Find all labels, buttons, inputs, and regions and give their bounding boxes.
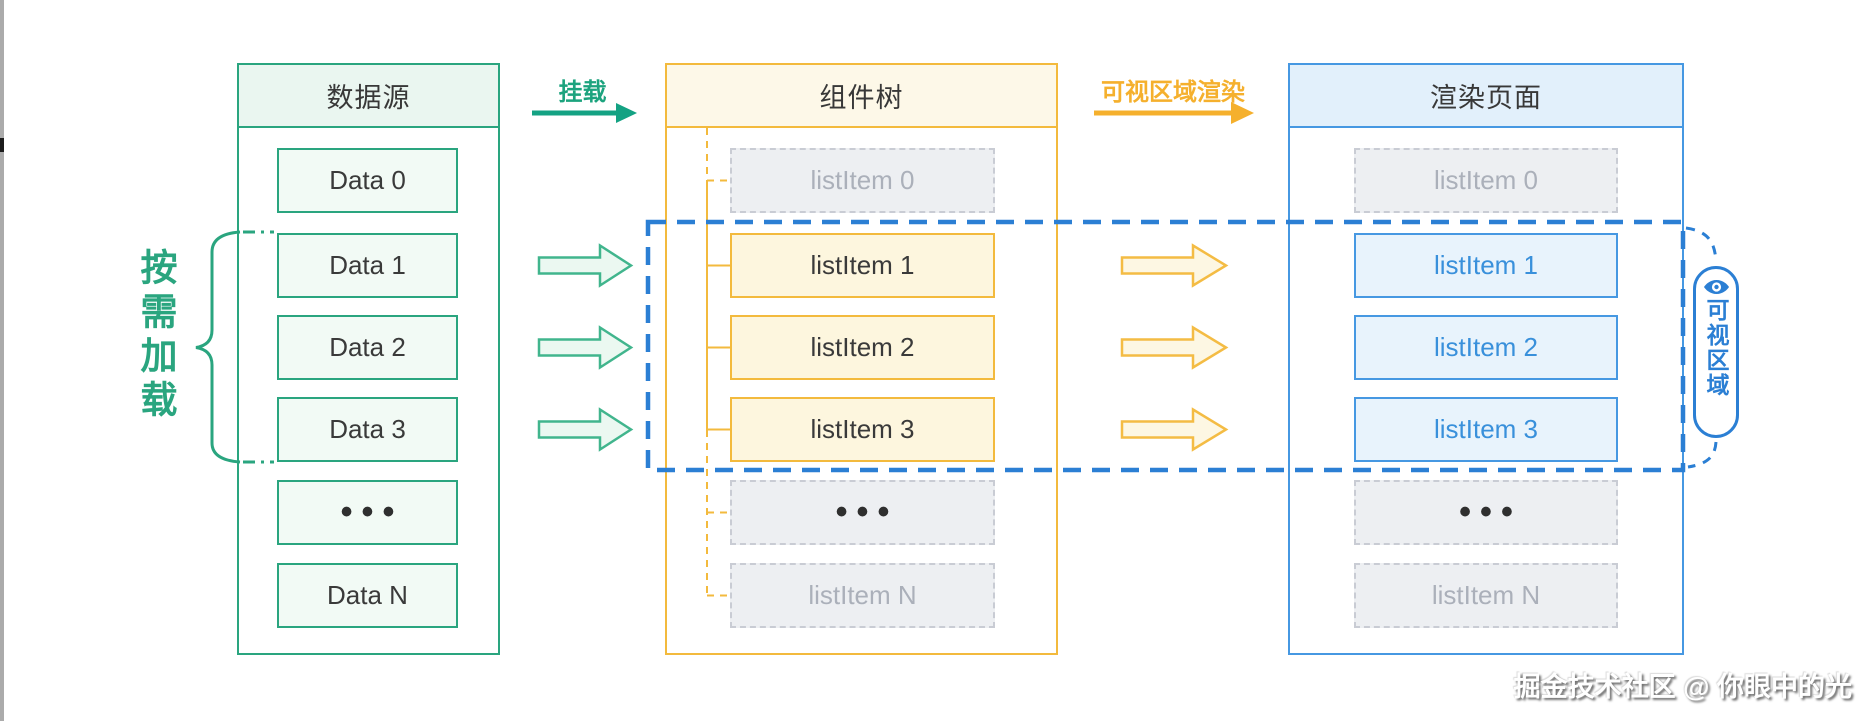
render-page-panel: 渲染页面 listItem 0 listItem 1 listItem 2 li… [1288,63,1684,655]
page-item-1: listItem 1 [1354,233,1618,298]
tree-item-n: listItem N [730,563,995,628]
tree-item-3: listItem 3 [730,397,995,462]
eye-icon [1703,280,1729,294]
component-tree-header: 组件树 [667,65,1056,128]
data-source-panel: 数据源 Data 0 Data 1 Data 2 Data 3 ••• Data… [237,63,500,655]
render-page-header: 渲染页面 [1290,65,1682,128]
tree-to-page-arrows [1120,243,1229,452]
render-page-title: 渲染页面 [1430,83,1542,113]
component-tree-panel: 组件树 listItem 0 listItem 1 listItem 2 lis… [665,63,1058,655]
screen-edge-notch [0,138,4,152]
tree-item-0: listItem 0 [730,148,995,213]
viewport-badge-label: 可视区域 [1703,298,1729,398]
page-item-0: listItem 0 [1354,148,1618,213]
mount-flow-label: 挂载 [558,79,607,106]
data-source-title: 数据源 [326,83,411,113]
block-arrow-icon [537,243,634,288]
tree-item-ellipsis: ••• [730,480,995,545]
load-on-demand-label: 按需加载 [135,248,176,424]
data-item-ellipsis: ••• [277,480,458,545]
page-item-n: listItem N [1354,563,1618,628]
tree-item-2: listItem 2 [730,315,995,380]
page-item-ellipsis: ••• [1354,480,1618,545]
page-item-2: listItem 2 [1354,315,1618,380]
block-arrow-icon [1120,243,1229,288]
data-item-0: Data 0 [277,148,458,213]
data-to-tree-arrows [537,243,634,452]
watermark: 掘金技术社区 @ 你眼中的光 [1513,672,1852,702]
block-arrow-icon [1120,325,1229,370]
component-tree-title: 组件树 [819,83,904,113]
viewport-badge: 可视区域 [1693,266,1739,438]
data-item-3: Data 3 [277,397,458,462]
data-source-header: 数据源 [239,65,498,128]
viewport-render-flow-label: 可视区域渲染 [1101,79,1245,106]
block-arrow-icon [1120,407,1229,452]
data-item-2: Data 2 [277,315,458,380]
block-arrow-icon [537,407,634,452]
block-arrow-icon [537,325,634,370]
screen-edge-artifact [0,0,4,721]
tree-item-1: listItem 1 [730,233,995,298]
data-item-1: Data 1 [277,233,458,298]
page-item-3: listItem 3 [1354,397,1618,462]
data-item-n: Data N [277,563,458,628]
